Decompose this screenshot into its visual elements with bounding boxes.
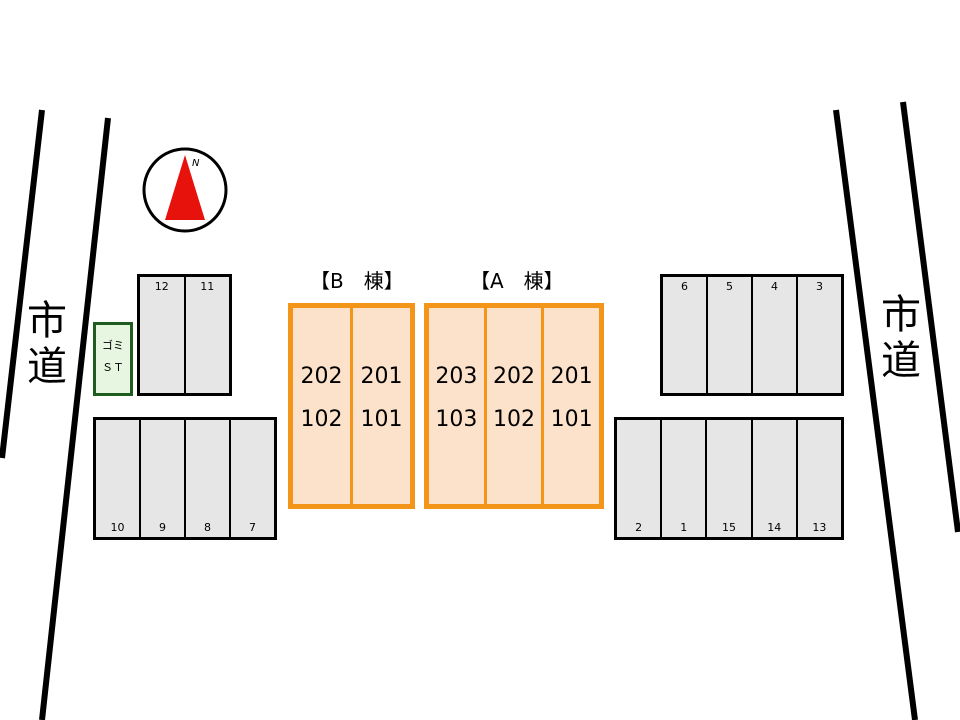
unit-number-lower: 103 xyxy=(435,407,478,432)
building-a-unit: 203 103 xyxy=(429,308,484,504)
unit-number-upper: 202 xyxy=(493,364,535,389)
parking-space-10: 10 xyxy=(96,420,139,537)
parking-space-number: 3 xyxy=(816,280,823,293)
unit-number-lower: 101 xyxy=(550,407,593,432)
unit-number-lower: 102 xyxy=(300,407,343,432)
parking-space-number: 13 xyxy=(812,521,827,534)
parking-space-7: 7 xyxy=(229,420,274,537)
parking-space-number: 12 xyxy=(154,280,169,293)
unit-number-lower: 101 xyxy=(360,407,403,432)
parking-row-upper-right: 6 5 4 3 xyxy=(660,274,844,396)
building-a-label: 【A 棟】 xyxy=(470,269,564,293)
building-a-unit: 201 101 xyxy=(541,308,599,504)
parking-space-14: 14 xyxy=(750,420,796,537)
parking-space-number: 7 xyxy=(249,521,256,534)
building-a-unit: 202 102 xyxy=(483,308,542,504)
parking-space-number: 2 xyxy=(635,521,643,534)
parking-space-number: 1 xyxy=(680,521,688,534)
left-road-inner-edge xyxy=(39,117,111,720)
parking-space-number: 6 xyxy=(681,280,688,293)
parking-space-8: 8 xyxy=(184,420,229,537)
parking-row-upper-left: 12 11 xyxy=(137,274,232,396)
parking-space-number: 8 xyxy=(204,521,211,534)
parking-space-9: 9 xyxy=(139,420,184,537)
unit-number-upper: 202 xyxy=(300,364,343,389)
unit-number-upper: 201 xyxy=(360,364,403,389)
parking-row-lower-left: 10 9 8 7 xyxy=(93,417,277,540)
compass-icon: N xyxy=(142,147,228,233)
parking-space-4: 4 xyxy=(751,277,796,393)
parking-space-15: 15 xyxy=(705,420,750,537)
building-b-label: 【B 棟】 xyxy=(310,269,404,293)
parking-space-number: 4 xyxy=(771,280,778,293)
parking-space-number: 10 xyxy=(110,521,125,534)
left-road-label: 市 道 xyxy=(27,298,67,390)
building-a: 203 103 202 102 201 101 xyxy=(424,303,604,509)
garbage-station-line2: ＳＴ xyxy=(102,361,124,374)
parking-space-12: 12 xyxy=(140,277,184,393)
unit-number-upper: 203 xyxy=(435,364,478,389)
parking-space-11: 11 xyxy=(183,277,230,393)
parking-space-number: 14 xyxy=(767,521,782,534)
parking-space-3: 3 xyxy=(796,277,841,393)
building-b-unit: 201 101 xyxy=(350,308,410,504)
right-road-label: 市 道 xyxy=(881,292,921,384)
building-b-unit: 202 102 xyxy=(293,308,350,504)
left-road-outer-edge xyxy=(0,109,45,459)
unit-number-lower: 102 xyxy=(493,407,535,432)
parking-space-number: 15 xyxy=(722,521,736,534)
parking-space-number: 9 xyxy=(159,521,166,534)
parking-space-1: 1 xyxy=(660,420,705,537)
right-road-outer-edge xyxy=(900,101,960,533)
north-arrow-icon xyxy=(165,155,205,220)
parking-space-6: 6 xyxy=(663,277,706,393)
parking-space-number: 5 xyxy=(726,280,733,293)
parking-space-number: 11 xyxy=(200,280,215,293)
parking-row-lower-right: 2 1 15 14 13 xyxy=(614,417,844,540)
parking-space-2: 2 xyxy=(617,420,660,537)
garbage-station-line1: ゴミ xyxy=(102,339,124,352)
unit-number-upper: 201 xyxy=(550,364,593,389)
garbage-station: ゴミ ＳＴ xyxy=(93,322,133,396)
building-b: 202 102 201 101 xyxy=(288,303,415,509)
north-label: N xyxy=(192,158,200,169)
right-road-inner-edge xyxy=(833,109,918,720)
parking-space-5: 5 xyxy=(706,277,751,393)
parking-space-13: 13 xyxy=(795,420,841,537)
